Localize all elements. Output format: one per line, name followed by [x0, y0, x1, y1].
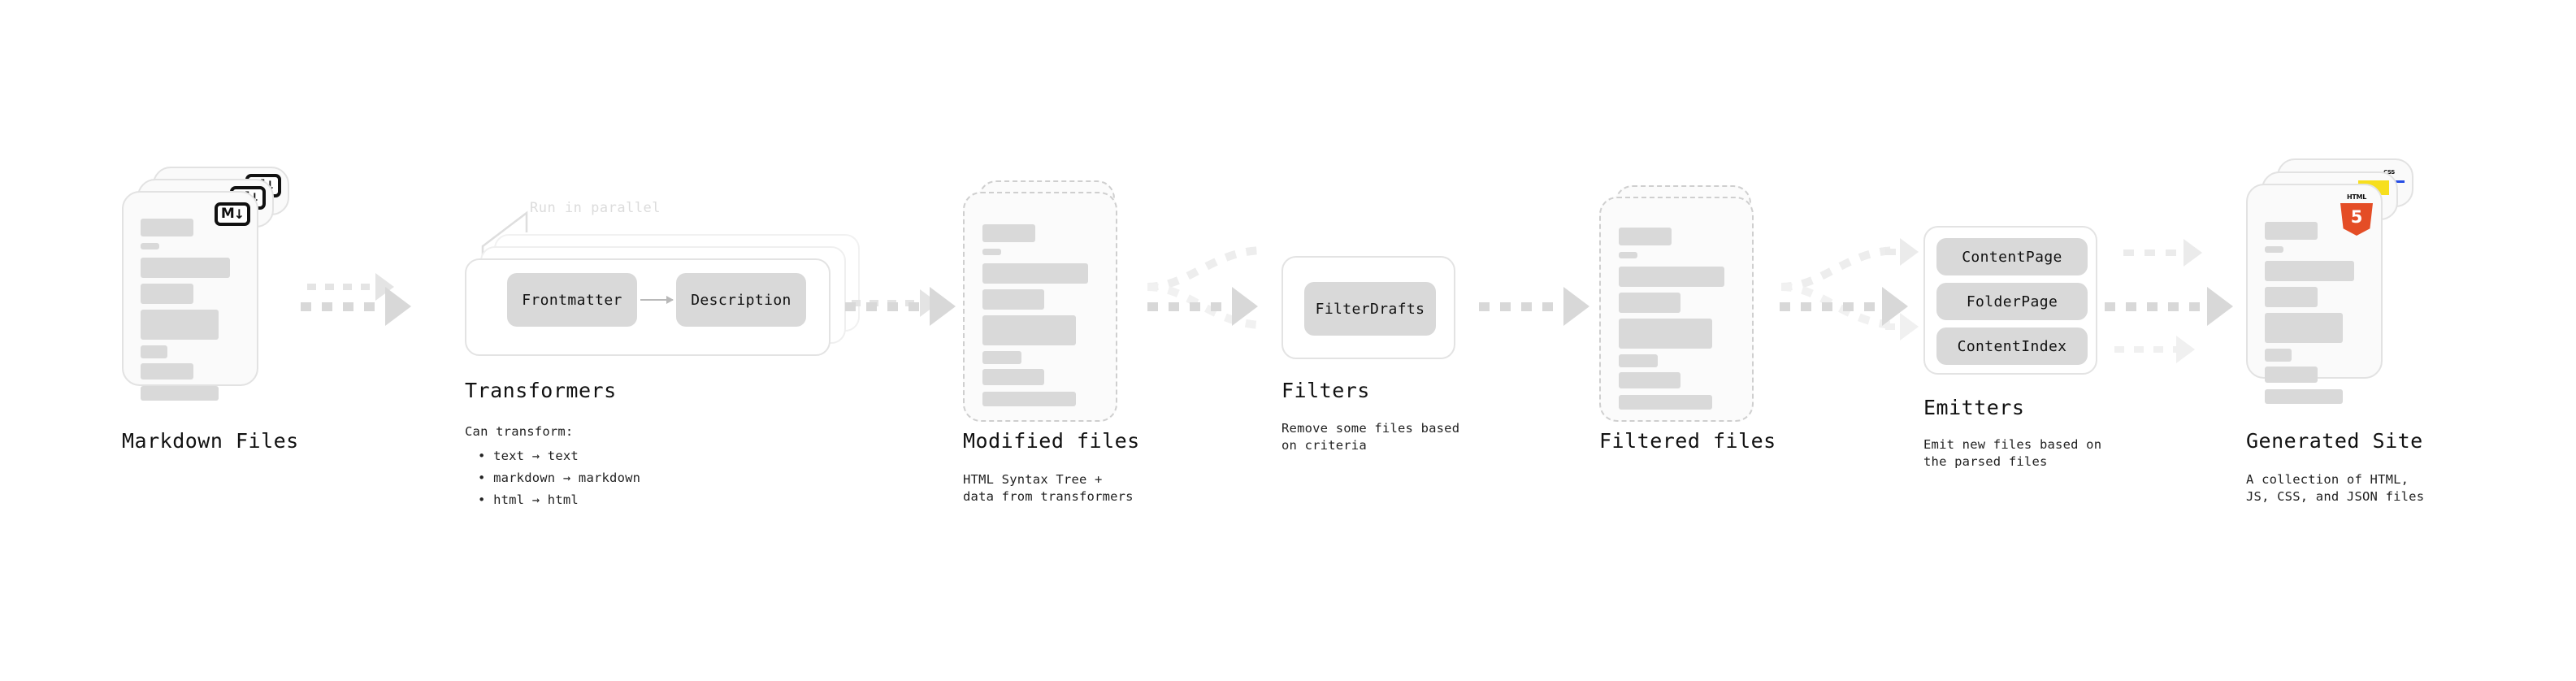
arrow-head — [930, 287, 956, 326]
skeleton-line — [1619, 395, 1712, 410]
modified-files-caption: Modified files — [963, 429, 1140, 453]
arrow-head — [2184, 239, 2202, 267]
skeleton-line — [141, 243, 159, 249]
emitter-chip-contentindex[interactable]: ContentIndex — [1936, 327, 2088, 365]
skeleton-line — [1619, 267, 1724, 287]
arrow-dash — [1885, 323, 1900, 330]
skeleton-line — [2265, 313, 2343, 343]
filtered-files-caption: Filtered files — [1599, 429, 1776, 453]
skeleton-line — [982, 351, 1021, 364]
html5-shield — [2340, 203, 2373, 236]
filters-caption: Filters — [1281, 379, 1370, 402]
flow-arrow-5-top — [1885, 238, 1919, 266]
skeleton-line — [982, 315, 1076, 345]
flow-arrow-6-top — [2123, 239, 2202, 267]
arrow-dash — [1479, 301, 1563, 311]
run-in-parallel-label: Run in parallel — [530, 200, 661, 216]
emitters-panel: ContentPage FolderPage ContentIndex — [1923, 226, 2097, 375]
skeleton-line — [982, 249, 1001, 255]
arrow-head — [2207, 287, 2233, 326]
skeleton-line — [982, 224, 1035, 242]
arrow-head — [1900, 238, 1919, 266]
transformers-caption: Transformers — [465, 379, 617, 402]
emitter-chip-contentpage[interactable]: ContentPage — [1936, 238, 2088, 275]
generated-site-subcaption: A collection of HTML, JS, CSS, and JSON … — [2246, 472, 2425, 504]
arrow-head — [1563, 287, 1589, 326]
flow-arrow-6 — [2105, 287, 2233, 326]
skeleton-line — [2265, 349, 2292, 362]
flow-arrow-1 — [301, 287, 411, 326]
skeleton-line — [1619, 252, 1637, 258]
skeleton-line — [1619, 293, 1680, 313]
skeleton-line — [982, 289, 1044, 310]
skeleton-line — [2265, 222, 2318, 240]
skeleton-line — [1619, 319, 1712, 349]
skeleton-line — [141, 386, 219, 401]
skeleton-line — [2265, 287, 2318, 307]
skeleton-line — [1619, 228, 1672, 245]
skeleton-line — [2265, 367, 2318, 383]
flow-arrow-5 — [1780, 287, 1908, 326]
transformer-inner-arrow — [640, 296, 674, 304]
skeleton-line — [2265, 246, 2283, 253]
flow-arrow-3 — [1147, 287, 1258, 326]
transformers-bullet-2: • html → html — [478, 492, 579, 507]
flow-arrow-5-curves — [1780, 246, 1899, 329]
flow-arrow-4 — [1479, 287, 1589, 326]
html5-badge-icon: HTML — [2340, 193, 2373, 236]
generated-site-caption: Generated Site — [2246, 429, 2423, 453]
arrow-head — [385, 287, 411, 326]
skeleton-line — [2265, 389, 2343, 404]
skeleton-line — [141, 363, 193, 380]
skeleton-line — [1619, 354, 1658, 367]
transformer-chip-description[interactable]: Description — [676, 273, 806, 327]
transformers-panel: Frontmatter Description — [465, 258, 830, 356]
transformers-bullet-0: • text → text — [478, 449, 579, 463]
emitter-chip-folderpage[interactable]: FolderPage — [1936, 283, 2088, 320]
skeleton-line — [2265, 261, 2354, 281]
arrow-dash — [2123, 249, 2184, 256]
skeleton-line — [141, 284, 193, 304]
emitters-subcaption: Emit new files based on the parsed files — [1923, 437, 2102, 469]
skeleton-line — [141, 310, 219, 340]
markdown-badge-arrow-icon-front: ↓ — [233, 206, 245, 222]
skeleton-line — [1619, 372, 1680, 388]
skeleton-line — [141, 345, 167, 358]
arrow-dash — [1780, 301, 1882, 311]
flow-arrow-2 — [845, 287, 956, 326]
arrow-dash — [307, 284, 375, 290]
filters-subcaption: Remove some files based on criteria — [1281, 421, 1460, 453]
markdown-files-caption: Markdown Files — [122, 429, 299, 453]
skeleton-line — [982, 369, 1044, 385]
arrow-dash — [1885, 249, 1900, 255]
modified-files-subcaption: HTML Syntax Tree + data from transformer… — [963, 472, 1134, 504]
flow-arrow-6-bottom — [2114, 336, 2195, 363]
arrow-head — [1232, 287, 1258, 326]
markdown-badge-letter-front: M — [220, 206, 235, 222]
arrow-dash — [845, 301, 930, 311]
transformers-bullet-1: • markdown → markdown — [478, 471, 641, 485]
skeleton-line — [141, 258, 230, 278]
arrow-head — [2176, 336, 2195, 363]
modified-sheet-front — [963, 192, 1117, 422]
arrow-head — [1882, 287, 1908, 326]
skeleton-line — [141, 219, 193, 236]
skeleton-line — [982, 263, 1088, 284]
filter-chip-filterdrafts[interactable]: FilterDrafts — [1304, 282, 1436, 336]
filtered-sheet-front — [1599, 197, 1754, 422]
markdown-badge-front-icon: M↓ — [215, 202, 250, 226]
arrow-dash — [2105, 301, 2207, 311]
arrow-dash — [2114, 346, 2176, 353]
filters-panel: FilterDrafts — [1281, 256, 1455, 359]
emitters-caption: Emitters — [1923, 396, 2025, 419]
html5-label: HTML — [2346, 193, 2366, 201]
transformer-chip-frontmatter[interactable]: Frontmatter — [507, 273, 637, 327]
transformers-subcaption: Can transform: — [465, 424, 574, 439]
arrow-dash — [1147, 301, 1232, 311]
arrow-dash — [301, 301, 385, 311]
skeleton-line — [982, 392, 1076, 406]
